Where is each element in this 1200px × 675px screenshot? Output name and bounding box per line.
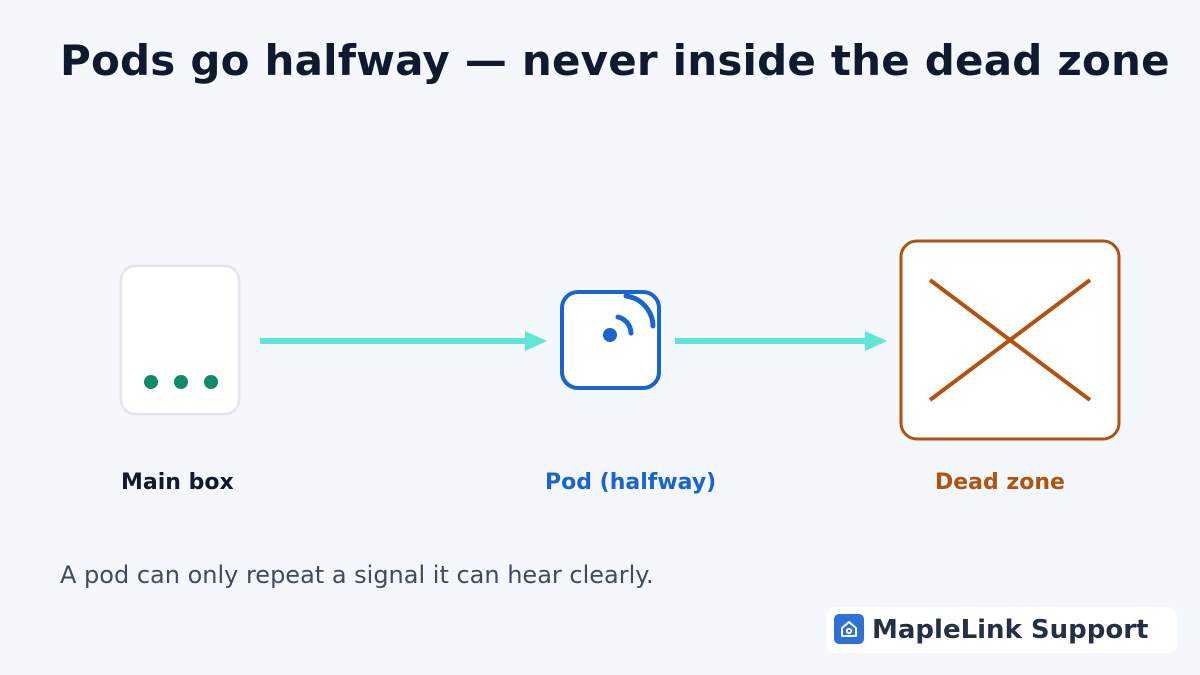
- pod-signal-arc-large: [623, 293, 656, 329]
- page-title: Pods go halfway — never inside the dead …: [60, 36, 1170, 85]
- dead-zone-node: [899, 239, 1121, 441]
- brand-badge: MapleLink Support: [826, 607, 1177, 653]
- pod-signal-arc-small: [615, 314, 634, 336]
- brand-name: MapleLink Support: [872, 615, 1149, 645]
- router-icon: [119, 264, 241, 416]
- pod-label: Pod (halfway): [545, 470, 717, 495]
- cross-icon-stroke-2: [928, 278, 1092, 402]
- main-box-node: [119, 264, 241, 416]
- pod-signal-dot: [603, 328, 617, 342]
- home-icon: [834, 614, 864, 644]
- arrow-main-to-pod: [260, 331, 547, 351]
- caption: A pod can only repeat a signal it can he…: [60, 561, 654, 589]
- pod-node: [560, 290, 661, 390]
- router-led-3: [204, 375, 218, 389]
- main-box-label: Main box: [121, 470, 234, 495]
- router-led-2: [174, 375, 188, 389]
- dead-zone-label: Dead zone: [935, 470, 1065, 495]
- router-led-1: [144, 375, 158, 389]
- arrow-pod-to-dead-zone: [675, 331, 887, 351]
